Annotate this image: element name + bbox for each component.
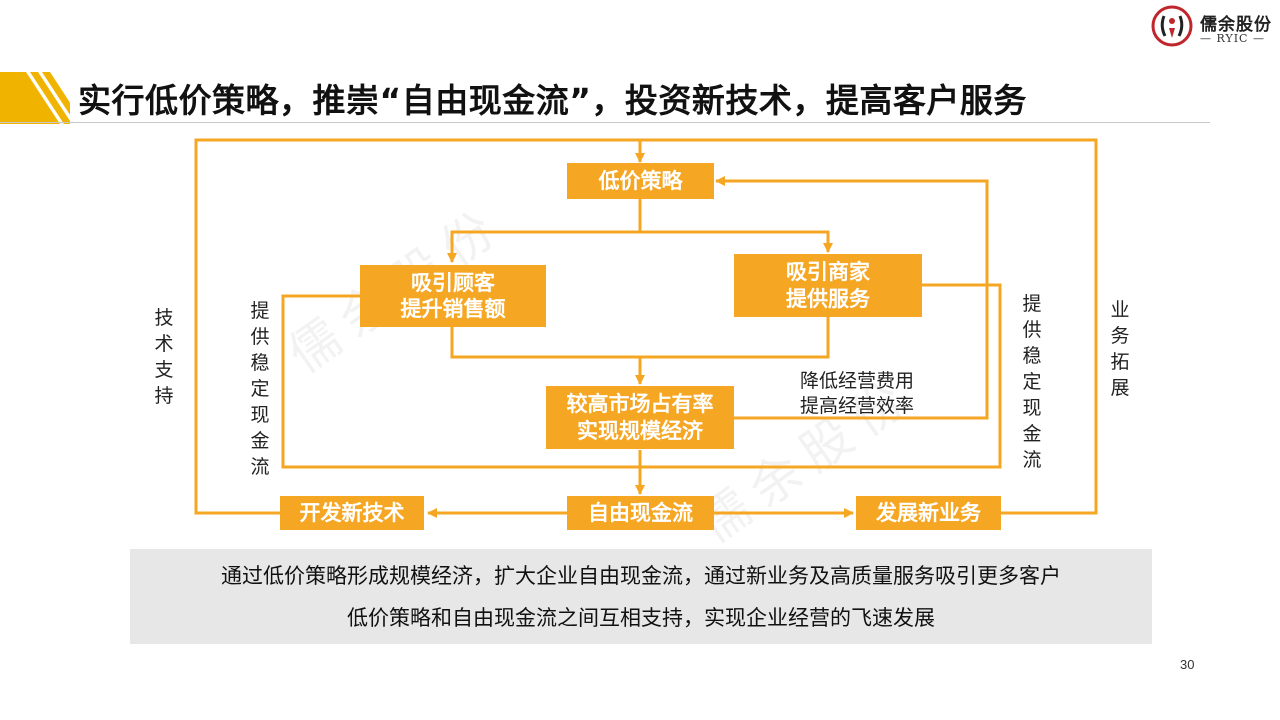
node-attract-merchants-line1: 吸引商家 (786, 260, 870, 285)
node-low-price-label: 低价策略 (598, 168, 683, 193)
summary-line-2: 低价策略和自由现金流之间互相支持，实现企业经营的飞速发展 (347, 605, 935, 630)
label-cost-line2: 提高经营效率 (800, 395, 915, 417)
split-connector (447, 198, 642, 263)
node-free-cash-flow: 自由现金流 (567, 496, 714, 530)
outer-loop-right (640, 138, 1098, 515)
label-stable-cash-right: 提供稳定现金流 (1022, 293, 1042, 471)
split-connector-right (640, 230, 833, 253)
logo-subtitle: — RYIC — (1200, 32, 1265, 45)
node-low-price: 低价策略 (567, 163, 714, 199)
node-attract-customers-line2: 提升销售额 (400, 297, 506, 321)
summary-line-1: 通过低价策略形成规模经济，扩大企业自由现金流，通过新业务及高质量服务吸引更多客户 (221, 563, 1061, 588)
company-logo: 儒余股份 — RYIC — (1150, 4, 1280, 48)
node-market-share-line2: 实现规模经济 (577, 418, 703, 443)
node-attract-merchants: 吸引商家 提供服务 (734, 254, 922, 317)
label-cost-line1: 降低经营费用 (800, 370, 915, 392)
node-new-business: 发展新业务 (856, 496, 1001, 530)
summary-box: 通过低价策略形成规模经济，扩大企业自由现金流，通过新业务及高质量服务吸引更多客户… (130, 549, 1152, 644)
node-market-share-line1: 较高市场占有率 (566, 392, 714, 417)
logo-name: 儒余股份 (1200, 15, 1272, 35)
node-new-tech-label: 开发新技术 (299, 500, 405, 525)
logo-icon (1151, 5, 1193, 47)
title-stripes-icon (0, 72, 70, 124)
page-title: 实行低价策略，推崇“自由现金流”，投资新技术，提高客户服务 (78, 81, 1027, 120)
node-attract-customers: 吸引顾客 提升销售额 (360, 265, 546, 327)
title-divider (0, 122, 1210, 123)
label-business-expand: 业务拓展 (1110, 299, 1130, 399)
stable-cash-loop (281, 283, 1002, 469)
node-free-cash-flow-label: 自由现金流 (588, 500, 693, 525)
cost-loop (715, 176, 989, 420)
label-tech-support: 技术支持 (154, 307, 174, 407)
node-new-business-label: 发展新业务 (876, 500, 981, 525)
page-number: 30 (1180, 657, 1195, 672)
node-market-share: 较高市场占有率 实现规模经济 (546, 386, 734, 449)
node-attract-customers-line1: 吸引顾客 (411, 270, 495, 295)
node-attract-merchants-line2: 提供服务 (786, 286, 870, 311)
node-new-tech: 开发新技术 (280, 496, 424, 530)
label-stable-cash-left: 提供稳定现金流 (250, 300, 270, 478)
outer-loop-left (194, 138, 645, 515)
